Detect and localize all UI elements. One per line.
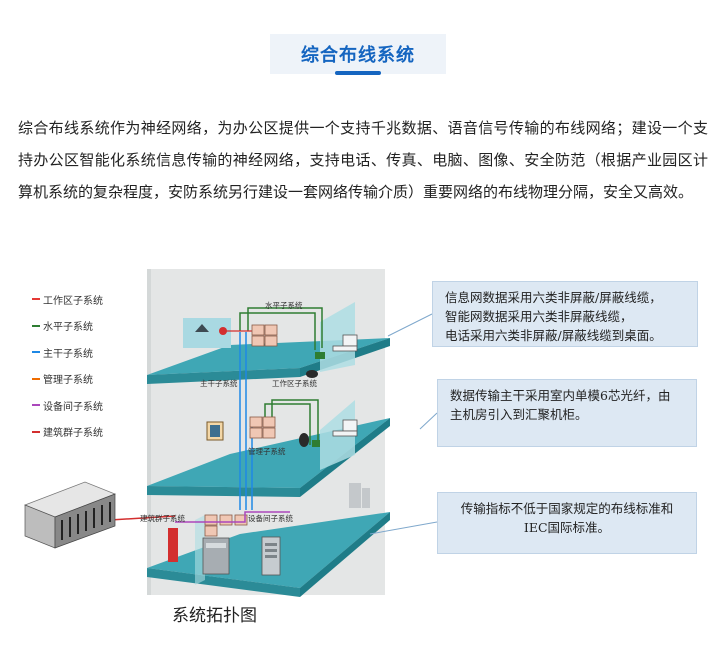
- legend-label: 主干子系统: [43, 348, 93, 360]
- diagram-caption: 系统拓扑图: [172, 606, 257, 626]
- intro-line-4: 分隔，安全又高效。: [558, 183, 694, 201]
- server-rack-icons: [202, 536, 281, 576]
- legend-item: 管理子系统: [32, 366, 103, 393]
- legend-label: 水平子系统: [43, 322, 93, 334]
- callout-line: 电话采用六类非屏蔽/屏蔽线缆到桌面。: [445, 328, 662, 343]
- partition-top: [320, 302, 355, 372]
- page-title: 综合布线系统: [301, 45, 415, 66]
- label-campus: 建筑群子系统: [140, 513, 185, 523]
- partition-bottom: [195, 515, 205, 585]
- legend-label: 设备间子系统: [43, 401, 103, 413]
- label-workarea: 工作区子系统: [272, 378, 317, 388]
- callout-line: 智能网数据采用六类非屏蔽线缆，: [445, 309, 633, 324]
- legend-item: 水平子系统: [32, 313, 103, 340]
- callout-line: IEC国际标准。: [523, 520, 611, 535]
- legend-swatch: [32, 298, 40, 301]
- legend: 工作区子系统 水平子系统 主干子系统 管理子系统 设备间子系统 建筑群子系统: [32, 286, 103, 445]
- callout-line: 信息网数据采用六类非屏蔽/屏蔽线缆，: [445, 290, 662, 305]
- intro-line-2: 一个支持办公区智能化系统信息传输的神经网络，支持电话、传真、电脑、图像、安全防范…: [18, 119, 708, 169]
- legend-label: 工作区子系统: [43, 295, 103, 307]
- legend-item: 建筑群子系统: [32, 419, 103, 446]
- campus-cable: [109, 515, 176, 521]
- label-backbone: 主干子系统: [200, 378, 238, 388]
- legend-swatch: [32, 430, 40, 433]
- legend-label: 管理子系统: [43, 375, 93, 387]
- ceiling-lamp-icon: [195, 324, 209, 332]
- building-left-edge: [147, 269, 151, 595]
- desk-icons: [312, 352, 325, 447]
- legend-swatch: [32, 377, 40, 380]
- label-equipment: 设备间子系统: [248, 513, 293, 523]
- callout-line: 数据传输主干采用室内单模6芯光纤，由: [450, 388, 671, 403]
- legend-item: 主干子系统: [32, 339, 103, 366]
- callout-connectors: [369, 313, 438, 535]
- legend-item: 工作区子系统: [32, 286, 103, 313]
- intro-line-1: 综合布线系统作为神经网络，为办公区提供一个支持千兆数据、语音信号传输的布线网络；…: [18, 119, 663, 137]
- legend-swatch: [32, 324, 40, 327]
- callout-cabling: 信息网数据采用六类非屏蔽/屏蔽线缆， 智能网数据采用六类非屏蔽线缆， 电话采用六…: [432, 281, 698, 347]
- equipment-cables: [175, 511, 290, 523]
- legend-swatch: [32, 404, 40, 407]
- callout-backbone: 数据传输主干采用室内单模6芯光纤，由 主机房引入到汇聚机柜。: [437, 379, 697, 447]
- title-box: 综合布线系统: [270, 34, 446, 74]
- legend-item: 设备间子系统: [32, 392, 103, 419]
- management-panel-icons: [204, 324, 278, 537]
- remote-building-icon: [24, 481, 116, 549]
- legend-swatch: [32, 351, 40, 354]
- callout-line: 传输指标不低于国家规定的布线标准和: [460, 501, 674, 516]
- small-building-icon: [349, 483, 370, 508]
- label-management: 管理子系统: [248, 446, 286, 456]
- intro-paragraph: 综合布线系统作为神经网络，为办公区提供一个支持千兆数据、语音信号传输的布线网络；…: [18, 112, 708, 208]
- fire-cabinet-icon: [168, 528, 178, 562]
- label-horizontal: 水平子系统: [265, 300, 303, 310]
- callout-line: 主机房引入到汇聚机柜。: [450, 407, 588, 422]
- legend-label: 建筑群子系统: [43, 428, 103, 440]
- computer-icons: [332, 334, 358, 437]
- phone-icons: [299, 370, 318, 447]
- horizontal-cables: [239, 307, 323, 445]
- title-underline: [335, 71, 381, 75]
- callout-standard: 传输指标不低于国家规定的布线标准和 IEC国际标准。: [437, 492, 697, 554]
- intro-line-3: 据产业园区计算机系统的复杂程度，安防系统另行建设一套网络传输介质）重要网络的布线…: [18, 151, 708, 201]
